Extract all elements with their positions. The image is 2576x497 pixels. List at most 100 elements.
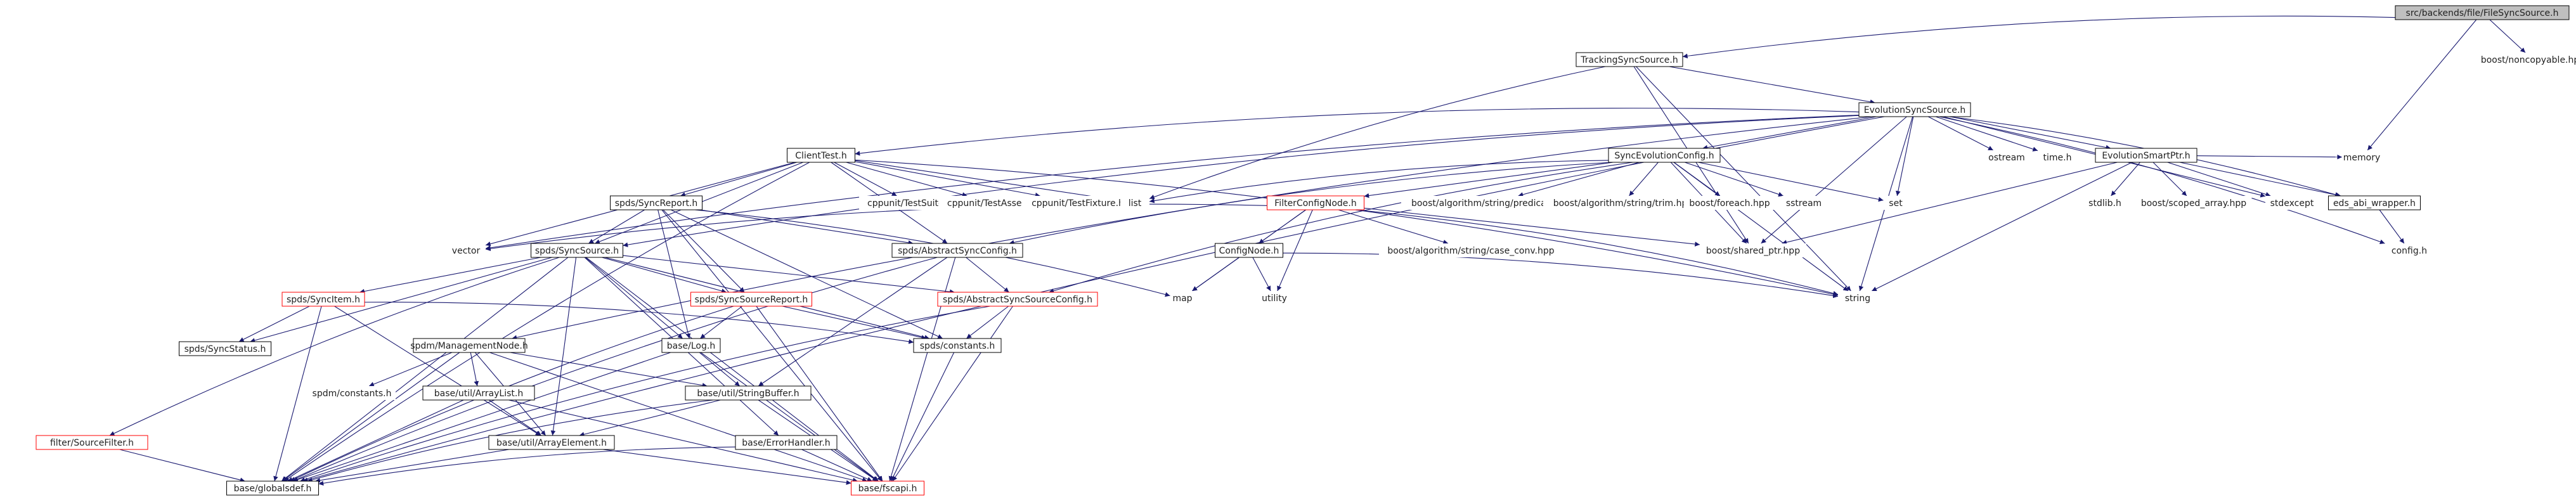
node-stdlib: stdlib.h (2080, 196, 2130, 210)
edge-syncitem-to-arrayelem (334, 306, 541, 436)
node-trim: boost/algorithm/string/trim.hpp (1543, 196, 1703, 210)
node-syncevocfg[interactable]: SyncEvolutionConfig.h (1608, 148, 1721, 163)
node-strbuf[interactable]: base/util/StringBuffer.h (685, 385, 812, 401)
edge-srcreport-to-baselog (699, 306, 743, 339)
node-label-memory: memory (2343, 153, 2381, 163)
edge-filter-to-globaldef (119, 449, 245, 482)
node-label-eds: eds_abi_wrapper.h (2333, 198, 2416, 209)
node-bg-testfixture (1022, 196, 1134, 210)
edge-syncreport-to-syncsrc (588, 209, 645, 244)
node-eds[interactable]: eds_abi_wrapper.h (2328, 195, 2421, 210)
edge-syncsrc-to-syncitem (359, 257, 541, 294)
edge-mgmtnode-to-arraylist (470, 352, 479, 387)
edge-mgmtnode-to-fscapi (489, 352, 867, 482)
edge-syncevocfg-to-trim (1629, 162, 1659, 197)
node-label-string: string (1845, 294, 1870, 304)
node-bg-utility (1252, 291, 1297, 305)
node-memory: memory (2342, 150, 2381, 164)
edge-clienttest-to-globaldef (283, 162, 810, 482)
node-predicate: boost/algorithm/string/predicate.hpp (1401, 196, 1585, 210)
node-evo[interactable]: EvolutionSyncSource.h (1858, 102, 1971, 117)
edge-tss-to-string (1636, 66, 1851, 292)
edge-srcreport-to-fscapi (756, 306, 883, 482)
node-smartptr[interactable]: EvolutionSmartPtr.h (2095, 148, 2197, 163)
node-syncreport[interactable]: spds/SyncReport.h (610, 195, 702, 210)
node-label-list: list (1129, 198, 1142, 209)
edge-smartptr-to-eds (2179, 162, 2341, 198)
edge-confignode-to-string (1283, 252, 1839, 299)
node-box-syncsrc (531, 243, 623, 258)
node-label-syncitem: spds/SyncItem.h (287, 295, 360, 305)
node-box-globaldef (226, 481, 319, 496)
node-errhandler[interactable]: base/ErrorHandler.h (735, 435, 838, 450)
node-syncitem[interactable]: spds/SyncItem.h (282, 292, 365, 307)
edge-abssrccfg-to-fscapi (892, 306, 1013, 482)
node-syncsrc[interactable]: spds/SyncSource.h (531, 243, 623, 258)
node-bg-list (1120, 196, 1149, 210)
edge-tss-to-list (1149, 66, 1606, 200)
edge-syncevocfg-to-abscfg (1009, 162, 1613, 245)
node-map: map (1170, 291, 1195, 305)
node-fscapi[interactable]: base/fscapi.h (851, 481, 924, 496)
node-label-stdlib: stdlib.h (2088, 198, 2121, 209)
edge-srcreport-to-globaldef (290, 306, 734, 482)
node-constants[interactable]: spds/constants.h (913, 338, 1002, 353)
node-box-evo (1858, 102, 1971, 117)
edge-root-to-noncopy (2489, 19, 2526, 53)
node-box-errhandler (735, 435, 838, 450)
edge-syncsrc-to-baselog (585, 257, 683, 339)
node-sstream: sstream (1782, 196, 1826, 210)
node-mgmtnode[interactable]: spdm/ManagementNode.h (410, 338, 528, 353)
node-tss[interactable]: TrackingSyncSource.h (1576, 52, 1683, 67)
node-label-evo: EvolutionSyncSource.h (1864, 105, 1965, 115)
node-box-root (2395, 5, 2570, 20)
edge-clienttest-to-syncreport (680, 162, 798, 197)
node-label-testsuite: cppunit/TestSuite.h (867, 198, 952, 209)
edge-evo-to-vector (485, 115, 1860, 250)
node-syncstatus[interactable]: spds/SyncStatus.h (179, 341, 271, 356)
node-baselog[interactable]: base/Log.h (661, 338, 721, 353)
node-testassert: cppunit/TestAssert.h (939, 196, 1045, 210)
node-clienttest[interactable]: ClientTest.h (787, 148, 855, 163)
node-abssrccfg[interactable]: spds/AbstractSyncSourceConfig.h (937, 292, 1098, 307)
node-string: string (1838, 291, 1877, 305)
edge-clienttest-to-testsuite (834, 162, 897, 197)
edge-syncitem-to-constants (364, 302, 914, 344)
edge-strbuf-to-arrayelem (579, 399, 721, 437)
edge-syncevocfg-to-predicate (1518, 162, 1640, 197)
node-srcreport[interactable]: spds/SyncSourceReport.h (690, 292, 812, 307)
edge-arrayelem-to-globaldef (315, 449, 509, 483)
node-label-testfixture: cppunit/TestFixture.h (1032, 198, 1124, 209)
node-abscfg[interactable]: spds/AbstractSyncConfig.h (891, 243, 1023, 258)
node-label-filtercfg: FilterConfigNode.h (1274, 198, 1356, 209)
edge-smartptr-to-stdexcept (2167, 162, 2271, 197)
node-filter[interactable]: filter/SourceFilter.h (36, 435, 148, 450)
node-bg-vector (446, 243, 486, 257)
node-bg-configh (2385, 243, 2434, 257)
node-box-arrayelem (488, 435, 615, 450)
edge-abscfg-to-abssrccfg (966, 257, 1009, 293)
node-arrayelem[interactable]: base/util/ArrayElement.h (488, 435, 615, 450)
node-label-vector: vector (452, 246, 481, 256)
node-label-confignode: ConfigNode.h (1219, 246, 1279, 256)
node-bg-trim (1543, 196, 1703, 210)
node-confignode[interactable]: ConfigNode.h (1215, 243, 1283, 258)
edge-baselog-to-globaldef (293, 352, 671, 482)
node-box-tss (1576, 52, 1683, 67)
node-caseconv: boost/algorithm/string/case_conv.hpp (1379, 243, 1563, 257)
node-box-fscapi (851, 481, 924, 496)
node-globaldef[interactable]: base/globalsdef.h (226, 481, 319, 496)
node-filtercfg[interactable]: FilterConfigNode.h (1267, 195, 1364, 210)
node-box-syncitem (282, 292, 365, 307)
node-box-filter (36, 435, 148, 450)
edge-mgmtnode-to-spdmconst (368, 352, 453, 387)
node-scopedarr: boost/scoped_array.hpp (2135, 196, 2252, 210)
node-bg-stdexcept (2265, 196, 2319, 210)
node-arraylist[interactable]: base/util/ArrayList.h (422, 385, 535, 401)
edge-arraylist-to-arrayelem (488, 399, 542, 436)
node-box-confignode (1215, 243, 1283, 258)
edge-evo-to-syncsrc (623, 115, 1860, 247)
edge-syncreport-to-constants (670, 209, 943, 339)
node-root[interactable]: src/backends/file/FileSyncSource.h (2395, 5, 2570, 20)
node-label-abssrccfg: spds/AbstractSyncSourceConfig.h (943, 295, 1092, 305)
